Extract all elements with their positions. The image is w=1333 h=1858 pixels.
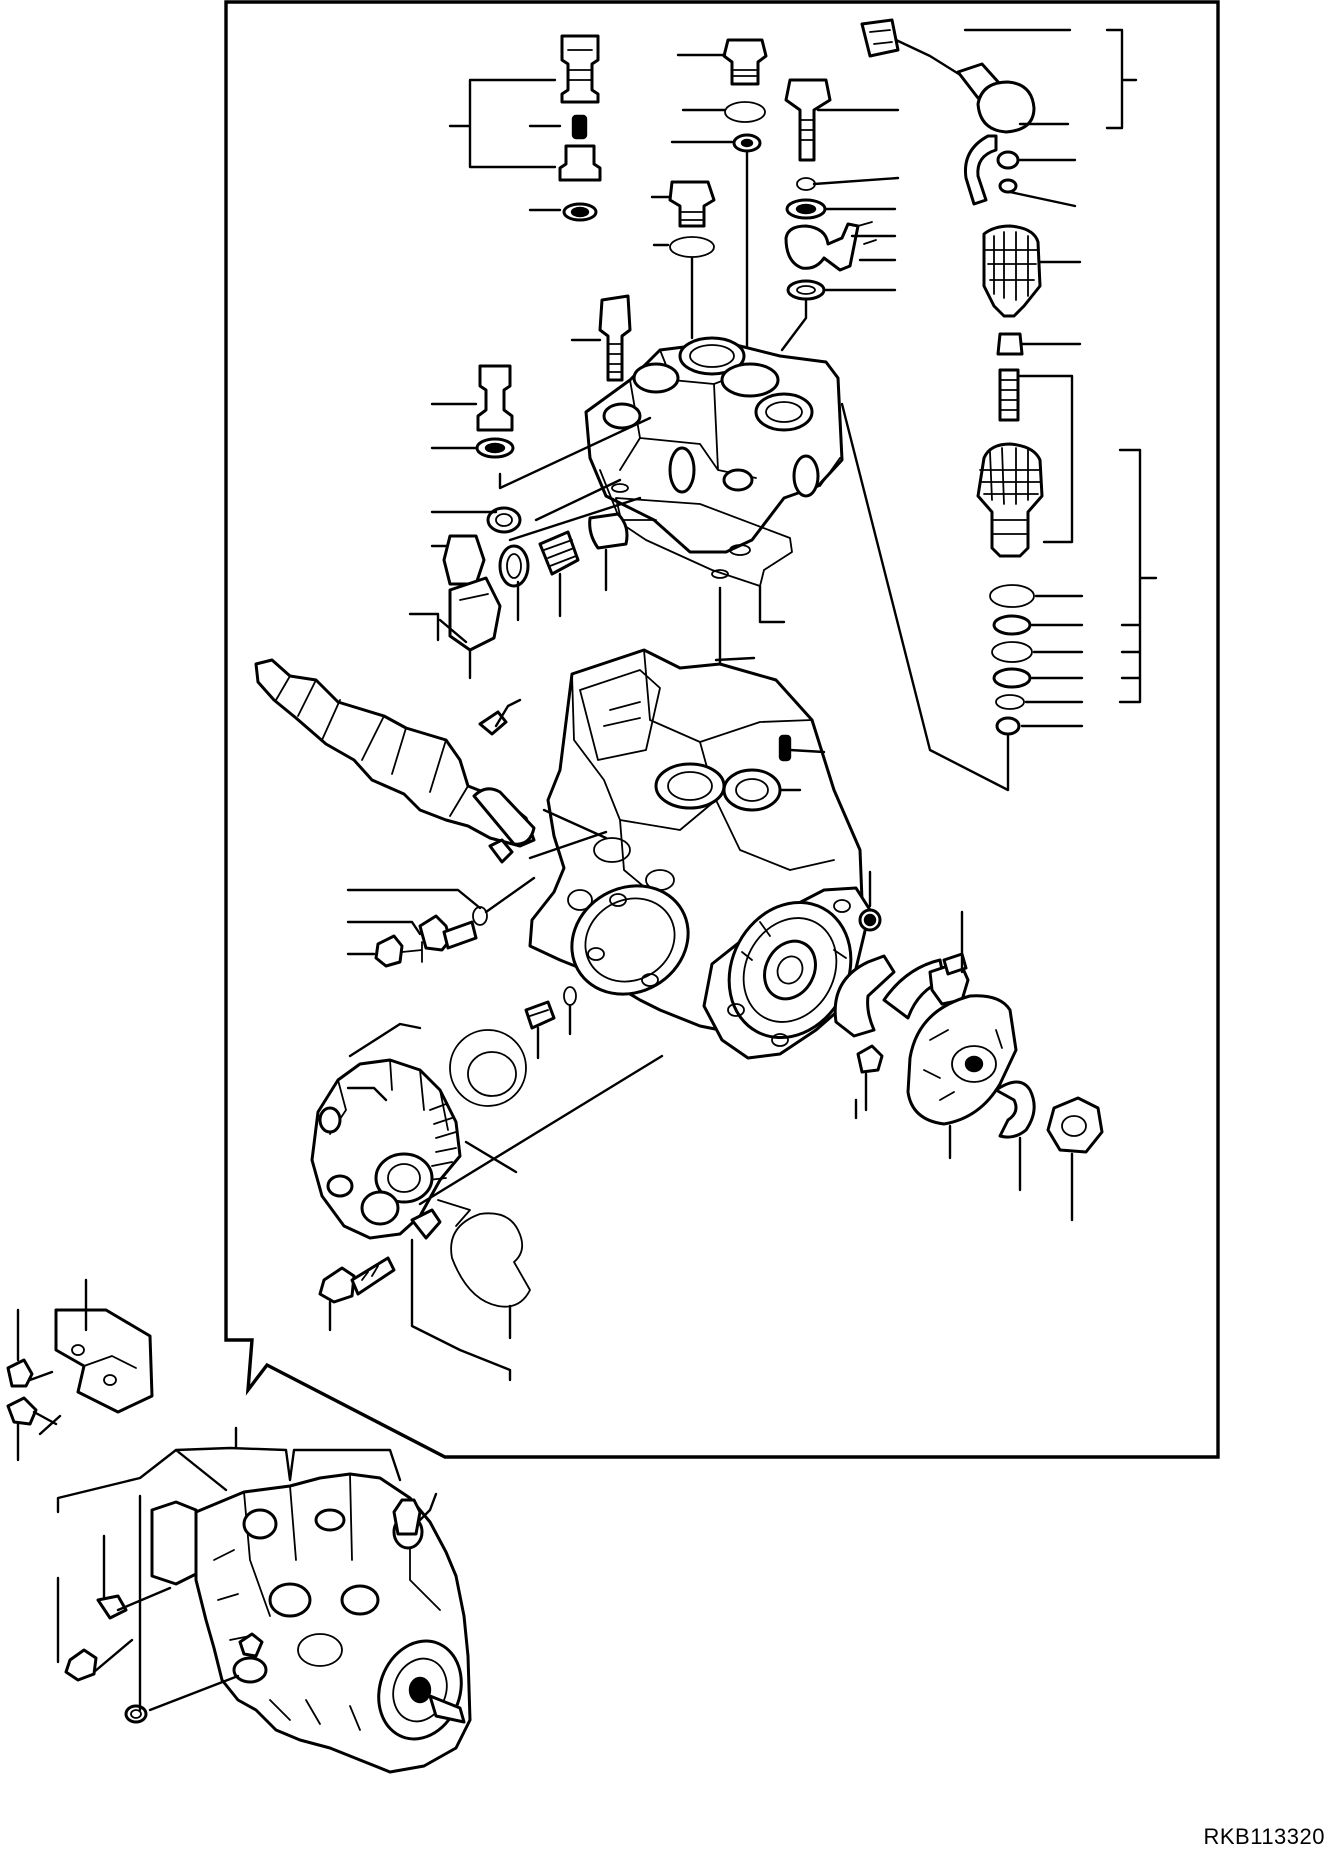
fuel-cut-solenoid-assembly	[860, 18, 1138, 558]
front-flange	[702, 886, 872, 1060]
top-plugs-and-washers	[650, 38, 768, 362]
detail-callout-frame	[224, 0, 1220, 1459]
leader-lines	[408, 612, 858, 1174]
timer-parts	[833, 910, 1104, 1222]
feed-pump-assembly	[310, 1022, 664, 1382]
drawing-code: RKB113320	[1203, 1824, 1325, 1849]
assembled-injection-pump	[150, 1472, 472, 1774]
delivery-valve-stack	[448, 34, 602, 222]
pump-bracket	[6, 1278, 154, 1462]
o-ring-stack	[840, 402, 1158, 792]
governor-side-parts	[346, 838, 882, 1060]
assembly-loose-parts	[56, 1426, 438, 1724]
drive-shaft	[254, 658, 536, 848]
bolt-and-banjo-fittings	[780, 78, 900, 352]
head-bolt-and-fittings	[430, 294, 652, 680]
